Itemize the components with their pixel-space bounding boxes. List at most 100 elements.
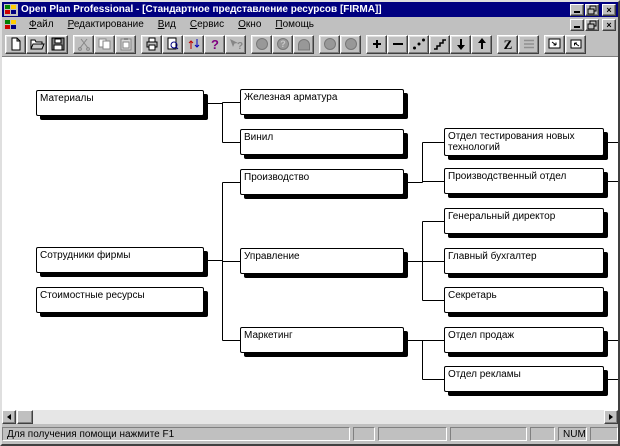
svg-text:?: ? (236, 41, 242, 51)
minimize-button[interactable] (570, 3, 584, 16)
num-lock-indicator: NUM (558, 427, 587, 441)
save-button[interactable] (47, 34, 68, 54)
fit-window-button[interactable] (544, 34, 565, 54)
tree-node[interactable]: Отдел продаж (444, 327, 604, 353)
restore-icon (587, 5, 597, 14)
child-minimize-icon (574, 25, 580, 28)
fit-window-icon (547, 37, 563, 51)
paste-button (115, 34, 136, 54)
menu-bar: Файл Редактирование Вид Сервис Окно Помощь × (2, 17, 618, 32)
pan-window-button[interactable] (565, 34, 586, 54)
tree-node[interactable]: Отдел тестирования новых технологий (444, 128, 604, 156)
toolbar-group (319, 34, 361, 54)
menu-item-tools[interactable]: Сервис (189, 19, 225, 30)
scroll-right-icon (609, 414, 613, 420)
node-rounded-button (293, 34, 314, 54)
organize-button (518, 34, 539, 54)
status-panel-2 (378, 427, 447, 441)
child-minimize-button[interactable] (570, 18, 584, 31)
restore-button[interactable] (585, 3, 599, 16)
move-down-icon (453, 37, 469, 51)
tree-node[interactable]: Производственный отдел (444, 168, 604, 194)
child-close-icon: × (606, 19, 612, 30)
open-file-button[interactable] (26, 34, 47, 54)
add-node-icon (369, 37, 385, 51)
child-restore-button[interactable] (585, 18, 599, 31)
toolbar-group: ?? (141, 34, 246, 54)
scroll-right-button[interactable] (604, 410, 618, 424)
close-button[interactable]: × (602, 3, 616, 16)
steps-icon (432, 37, 448, 51)
paste-icon (118, 37, 134, 51)
app-icon (4, 3, 18, 16)
toolbar-group: Z (497, 34, 539, 54)
z-order-button[interactable]: Z (497, 34, 518, 54)
document-icon[interactable] (4, 18, 18, 31)
exchange-arrows-button[interactable] (183, 34, 204, 54)
svg-text:Z: Z (503, 37, 512, 51)
toolbar-group: ? (251, 34, 314, 54)
menu-item-view[interactable]: Вид (157, 19, 176, 30)
tree-node[interactable]: Винил (240, 129, 404, 155)
scroll-left-button[interactable] (2, 410, 16, 424)
toolbar-group (73, 34, 136, 54)
remove-node-icon (390, 37, 406, 51)
tree-node[interactable]: Генеральный директор (444, 208, 604, 234)
new-document-icon (8, 37, 24, 51)
node-circle-3-button (340, 34, 361, 54)
add-node-button[interactable] (366, 34, 387, 54)
help-icon: ? (207, 37, 223, 51)
toolbar-group (544, 34, 586, 54)
menu-item-file[interactable]: Файл (29, 19, 54, 30)
copy-icon (97, 37, 113, 51)
tree-node[interactable]: Отдел рекламы (444, 366, 604, 392)
minimize-icon (574, 10, 580, 13)
node-circle-question-button: ? (272, 34, 293, 54)
tree-node[interactable]: Производство (240, 169, 404, 195)
node-circle-icon (343, 37, 359, 51)
new-document-button[interactable] (5, 34, 26, 54)
menu-item-edit[interactable]: Редактирование (67, 19, 144, 30)
tree-node[interactable]: Главный бухгалтер (444, 248, 604, 274)
context-help-button: ? (225, 34, 246, 54)
window-title: Open Plan Professional - [Стандартное пр… (21, 4, 382, 15)
svg-text:?: ? (280, 39, 286, 49)
print-preview-button[interactable] (162, 34, 183, 54)
toolbar: ??? Z (2, 32, 618, 57)
link-nodes-button[interactable] (408, 34, 429, 54)
help-button[interactable]: ? (204, 34, 225, 54)
menu-item-window[interactable]: Окно (238, 19, 262, 30)
tree-node[interactable]: Сотрудники фирмы (36, 247, 204, 273)
status-panel-1 (353, 427, 375, 441)
menu-item-help[interactable]: Помощь (275, 19, 315, 30)
pan-window-icon (568, 37, 584, 51)
tree-node[interactable]: Материалы (36, 90, 204, 116)
tree-node[interactable]: Железная арматура (240, 89, 404, 115)
tree-node[interactable]: Управление (240, 248, 404, 274)
save-icon (50, 37, 66, 51)
child-close-button[interactable]: × (602, 18, 616, 31)
node-circle-icon (254, 37, 270, 51)
tree-node[interactable]: Секретарь (444, 287, 604, 313)
tree-node[interactable]: Маркетинг (240, 327, 404, 353)
print-button[interactable] (141, 34, 162, 54)
status-panel-4 (530, 427, 555, 441)
tree-node[interactable]: Стоимостные ресурсы (36, 287, 204, 313)
cut-button (73, 34, 94, 54)
horizontal-scrollbar[interactable] (2, 410, 618, 424)
move-down-button[interactable] (450, 34, 471, 54)
status-panel-5 (590, 427, 618, 441)
toolbar-group (366, 34, 492, 54)
remove-node-button[interactable] (387, 34, 408, 54)
close-icon: × (606, 4, 612, 15)
status-message: Для получения помощи нажмите F1 (2, 427, 350, 441)
steps-button[interactable] (429, 34, 450, 54)
svg-text:?: ? (211, 37, 219, 51)
scroll-left-icon (7, 414, 11, 420)
scrollbar-thumb[interactable] (17, 410, 33, 424)
cut-icon (76, 37, 92, 51)
status-bar: Для получения помощи нажмите F1 NUM (2, 424, 618, 444)
move-up-button[interactable] (471, 34, 492, 54)
status-panel-3 (450, 427, 527, 441)
